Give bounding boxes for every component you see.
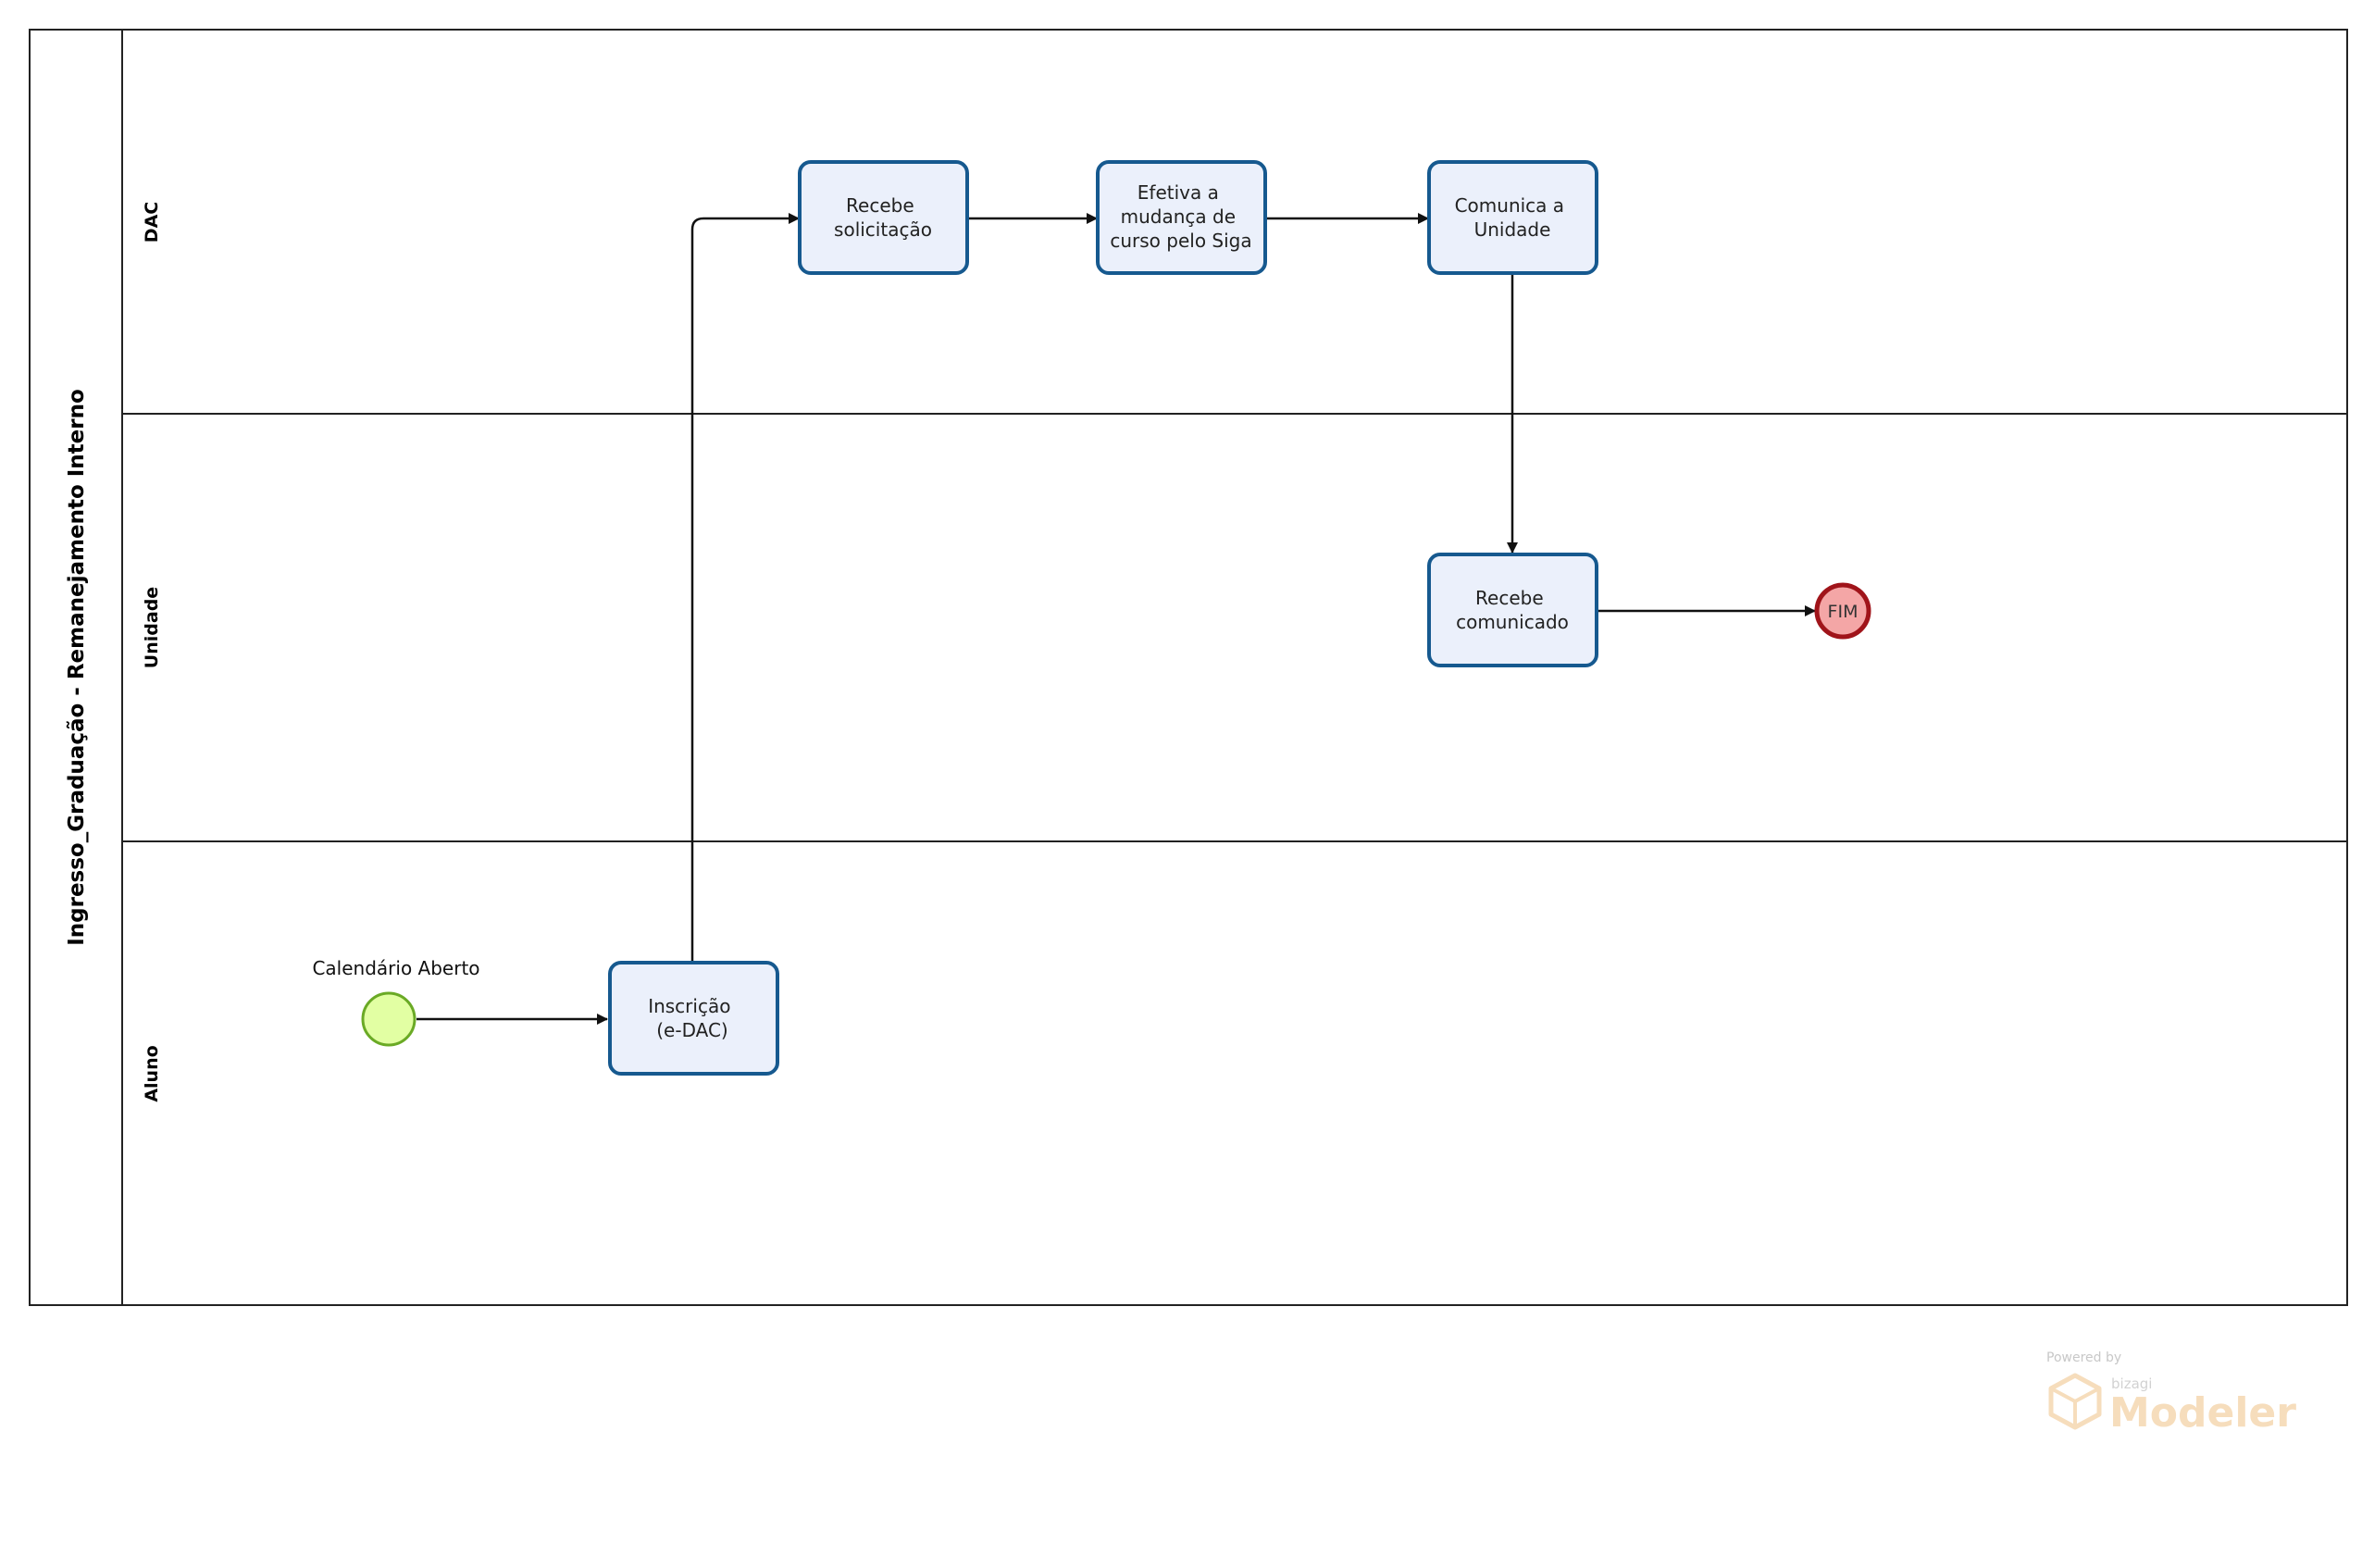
task-label-line: curso pelo Siga bbox=[1110, 230, 1251, 252]
task-label-line: Inscrição bbox=[648, 995, 730, 1017]
lane-label-aluno: Aluno bbox=[142, 1045, 162, 1101]
pool-frame bbox=[29, 29, 2348, 1306]
task-efetiva-mudanca[interactable]: Efetiva a mudança de curso pelo Siga bbox=[1096, 160, 1267, 275]
lane-label-unidade: Unidade bbox=[142, 587, 162, 668]
start-event-label: Calendário Aberto bbox=[312, 957, 479, 979]
task-box bbox=[1427, 553, 1598, 667]
bizagi-cube-icon bbox=[2048, 1373, 2102, 1430]
lane-label-dac: DAC bbox=[142, 202, 162, 243]
task-label: Inscrição (e-DAC) bbox=[648, 995, 737, 1041]
task-box bbox=[1096, 160, 1267, 275]
task-label: Efetiva a mudança de curso pelo Siga bbox=[1110, 181, 1251, 252]
task-box bbox=[798, 160, 969, 275]
task-label-line: comunicado bbox=[1456, 611, 1569, 633]
task-label-line: solicitação bbox=[834, 218, 932, 241]
start-event[interactable] bbox=[361, 991, 416, 1047]
end-event[interactable] bbox=[1814, 582, 1871, 640]
task-label-line: Recebe bbox=[1475, 587, 1544, 609]
task-label-line: Unidade bbox=[1474, 218, 1551, 241]
task-label: Comunica a Unidade bbox=[1455, 194, 1571, 241]
task-label-line: Comunica a bbox=[1455, 194, 1564, 217]
task-label-line: mudança de bbox=[1121, 205, 1236, 228]
task-inscricao[interactable]: Inscrição (e-DAC) bbox=[608, 961, 779, 1076]
watermark-product: Modeler bbox=[2109, 1389, 2296, 1437]
task-recebe-comunicado[interactable]: Recebe comunicado bbox=[1427, 553, 1598, 667]
task-comunica-unidade[interactable]: Comunica a Unidade bbox=[1427, 160, 1598, 275]
task-label-line: (e-DAC) bbox=[656, 1019, 727, 1041]
task-recebe-solicitacao[interactable]: Recebe solicitação bbox=[798, 160, 969, 275]
watermark: Powered by bizagi Modeler bbox=[2046, 1350, 2296, 1437]
watermark-brand: bizagi bbox=[2111, 1375, 2152, 1392]
task-label: Recebe solicitação bbox=[834, 194, 932, 241]
task-box bbox=[1427, 160, 1598, 275]
task-box bbox=[608, 961, 779, 1076]
end-event-label: FIM bbox=[1828, 602, 1859, 622]
flow-inscricao-to-recebe-solicitacao bbox=[690, 213, 800, 963]
pool-title: Ingresso_Graduação - Remanejamento Inter… bbox=[65, 389, 89, 946]
task-label-line: Recebe bbox=[846, 194, 914, 217]
task-label: Recebe comunicado bbox=[1456, 587, 1569, 633]
watermark-powered-by: Powered by bbox=[2046, 1350, 2121, 1365]
task-label-line: Efetiva a bbox=[1137, 181, 1219, 204]
